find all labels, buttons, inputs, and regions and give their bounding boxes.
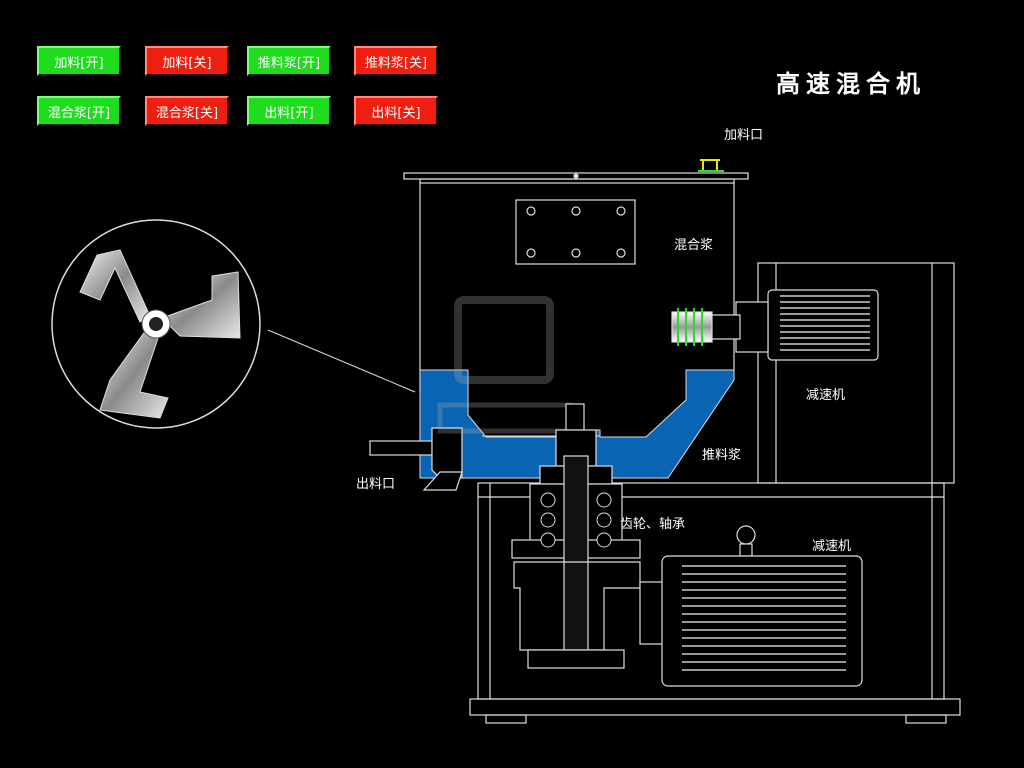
outlet-pipe [369, 427, 463, 491]
gear-bearing-assembly [511, 403, 641, 669]
base-frame [469, 482, 961, 724]
inlet-label: 加料口 [724, 128, 764, 143]
gear-bearing-label: 齿轮、轴承 [620, 517, 686, 532]
push-paddle-label: 推料浆 [702, 448, 742, 463]
upper-reducer [671, 262, 955, 484]
mix-paddle-close-button[interactable]: 混合浆[关] [145, 96, 229, 126]
push-paddle-close-button[interactable]: 推料浆[关] [354, 46, 438, 76]
mix-paddle-open-button[interactable]: 混合浆[开] [37, 96, 121, 126]
feed-close-button[interactable]: 加料[关] [145, 46, 229, 76]
lower-reducer-motor [639, 525, 863, 687]
discharge-open-button[interactable]: 出料[开] [247, 96, 331, 126]
lower-reducer-label: 减速机 [812, 539, 852, 554]
discharge-close-button[interactable]: 出料[关] [354, 96, 438, 126]
feed-open-button[interactable]: 加料[开] [37, 46, 121, 76]
blade-zoom-view [51, 219, 416, 429]
page-title: 高速混合机 [776, 70, 926, 98]
tank-outline [419, 183, 735, 392]
liquid-level [419, 369, 735, 479]
outlet-label: 出料口 [356, 477, 396, 492]
upper-reducer-label: 减速机 [806, 388, 846, 403]
mixing-paddle-label: 混合浆 [674, 238, 714, 253]
push-paddle-open-button[interactable]: 推料浆[开] [247, 46, 331, 76]
